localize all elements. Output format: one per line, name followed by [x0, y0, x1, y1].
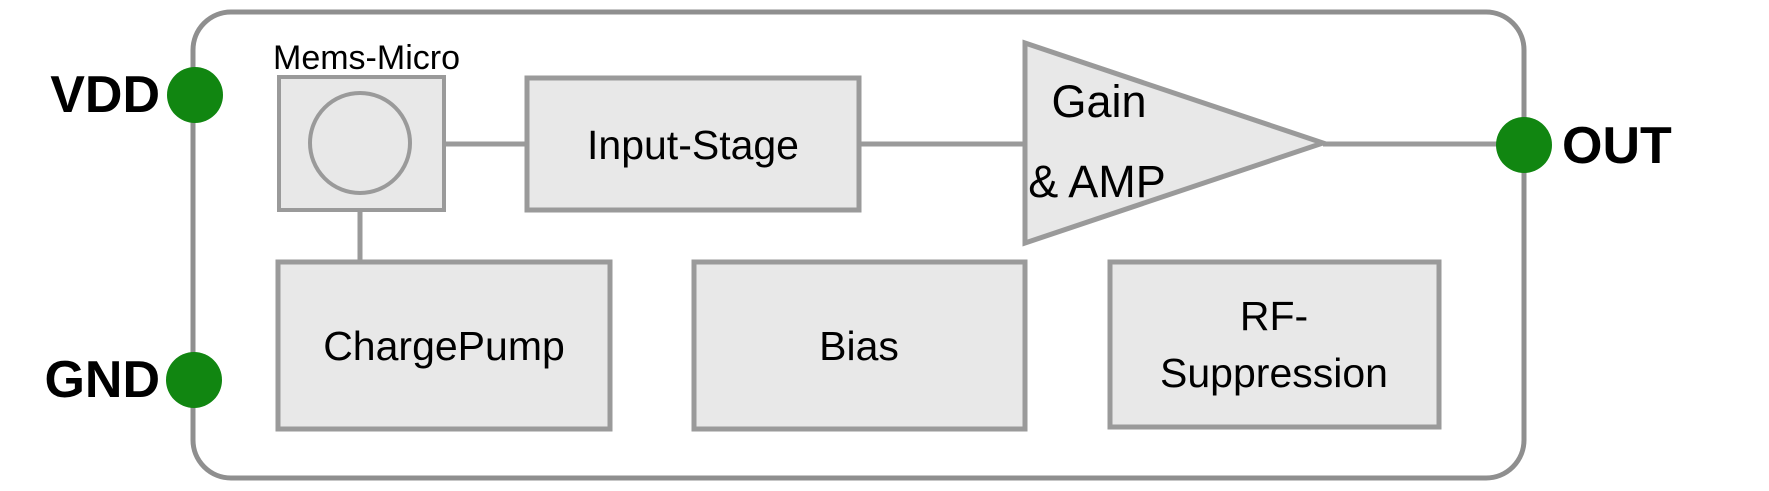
mems-micro-box	[277, 75, 446, 212]
out-pin-label: OUT	[1562, 117, 1672, 175]
rf-suppression-label-line2: Suppression	[1160, 350, 1388, 396]
bias-label: Bias	[819, 323, 899, 369]
mems-micro-label: Mems-Micro	[273, 39, 460, 77]
mems-membrane-circle-icon	[308, 91, 412, 195]
amplifier-label-line2: & AMP	[1028, 156, 1166, 207]
out-pin-icon	[1496, 117, 1552, 173]
amplifier-label-line1: Gain	[1051, 76, 1146, 127]
bias-box	[691, 259, 1028, 432]
input-stage-box	[524, 75, 862, 213]
chargepump-label: ChargePump	[323, 323, 565, 369]
amplifier-triangle	[1022, 39, 1331, 247]
vdd-pin-label: VDD	[50, 66, 160, 124]
rf-suppression-box	[1107, 259, 1442, 430]
input-stage-label: Input-Stage	[587, 122, 799, 168]
gnd-pin-label: GND	[44, 351, 160, 409]
rf-suppression-label-line1: RF-	[1240, 293, 1308, 339]
gnd-pin-icon	[166, 352, 222, 408]
chargepump-box	[275, 259, 613, 432]
vdd-pin-icon	[167, 67, 223, 123]
